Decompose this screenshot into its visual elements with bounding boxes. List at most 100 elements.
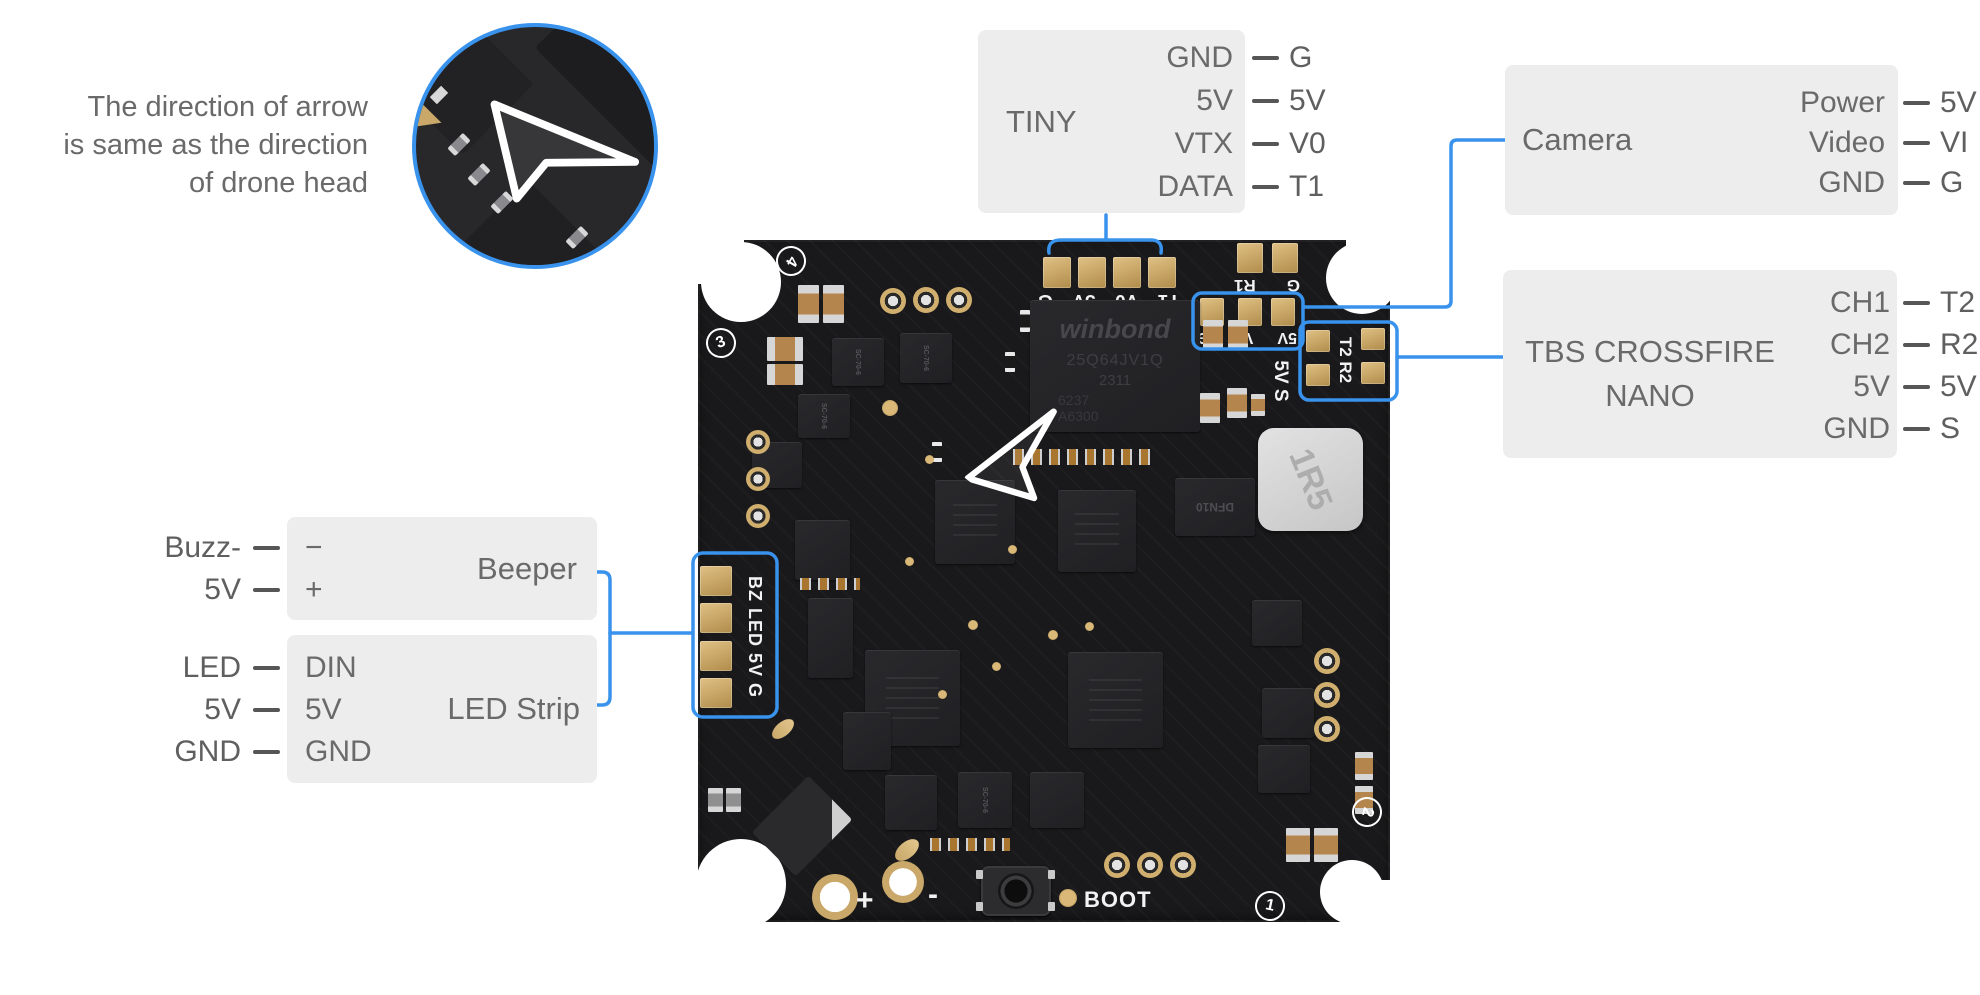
solder-pad <box>1271 298 1295 326</box>
flash-lot2: A6300 <box>1058 408 1099 424</box>
vtx-silkscreen: 5V S <box>1270 360 1291 402</box>
ring-pad <box>946 287 972 313</box>
ring-pad <box>1314 648 1340 674</box>
sot-label: SC-70-6 <box>981 786 989 814</box>
esc-chip <box>1068 652 1163 748</box>
camera-label: Camera <box>1522 122 1633 157</box>
pad-name: 5V <box>1940 370 1977 403</box>
led-strip-connector-box: LED Strip <box>287 635 597 783</box>
dash-icon <box>1252 98 1279 103</box>
smd-capacitor <box>708 788 723 812</box>
via <box>925 455 934 464</box>
pad-name: R2 <box>1940 328 1979 361</box>
pad-name: S <box>1940 412 1961 445</box>
boot-silkscreen: BOOT <box>1084 887 1152 912</box>
smd-capacitor <box>1355 786 1373 814</box>
pin-name: CH1 <box>1829 286 1890 319</box>
dash-icon <box>253 546 280 550</box>
smd-chip: SC-70-6 <box>832 338 884 386</box>
ring-pad <box>1314 682 1340 708</box>
solder-pad <box>1043 257 1071 288</box>
battery-positive-pad <box>812 874 858 920</box>
dash-icon <box>253 708 280 712</box>
minus-silkscreen: - <box>928 878 939 911</box>
solder-pad <box>1078 257 1106 288</box>
via <box>905 557 914 566</box>
smd-capacitor <box>767 337 803 361</box>
beeper-label-text: Beeper <box>477 550 577 586</box>
solder-pad <box>1272 243 1298 273</box>
smd-chip: SC-70-6 <box>798 394 850 438</box>
dash-icon <box>1903 141 1930 145</box>
beeper-pad-names: Buzz- 5V <box>100 527 280 611</box>
mcu-chip <box>935 480 1015 564</box>
camera-pad-names: 5V VI G <box>1903 83 1977 203</box>
boot-button-tab <box>1048 902 1055 911</box>
corner-scallop <box>701 242 781 322</box>
corner-scallop <box>1320 860 1384 924</box>
pin-name: GND <box>1823 412 1890 445</box>
inset-direction-arrow-icon <box>490 100 640 203</box>
ring-pad <box>746 504 770 528</box>
boot-button-tab <box>1048 870 1055 879</box>
pad-name: T2 <box>1940 286 1976 319</box>
pad-name: 5V <box>1289 83 1326 117</box>
smd-capacitor <box>767 364 803 385</box>
tiny-label: TINY <box>1006 103 1077 139</box>
ring-pad <box>913 287 939 313</box>
pad-name: V0 <box>1289 126 1326 160</box>
dash-icon <box>1252 141 1279 146</box>
flash-lot1: 6237 <box>1058 392 1090 408</box>
pad-name: 5V <box>204 573 241 606</box>
dash-icon <box>253 750 280 754</box>
dash-icon <box>1903 343 1930 347</box>
battery-negative-pad <box>882 861 924 903</box>
smd-capacitor <box>1286 828 1310 862</box>
pin-name: 5V <box>1853 370 1890 403</box>
solder-pad <box>1148 257 1176 288</box>
pad-name: T1 <box>1289 169 1325 203</box>
inductor-1r5: 1R5 <box>1258 428 1363 531</box>
sot-label: SC-70-6 <box>922 344 930 372</box>
pin-name: CH2 <box>1829 328 1890 361</box>
pad-name: 5V <box>204 693 241 726</box>
camera-pin-names: Power Video GND <box>1700 83 1885 203</box>
dash-icon <box>1903 427 1930 431</box>
beeper-connector-box: Beeper <box>287 517 597 620</box>
ring-pad <box>880 288 906 314</box>
smd-chip <box>808 598 853 678</box>
via <box>1085 622 1094 631</box>
capacitor-row <box>800 578 860 590</box>
boot-button-tab <box>976 870 983 879</box>
pin-name: + <box>305 573 323 606</box>
capacitor-row <box>1013 449 1153 465</box>
dash-icon <box>1903 301 1930 305</box>
note-text: The direction of arrow is same as the di… <box>0 88 368 202</box>
solder-pad <box>1361 362 1385 384</box>
solder-pad <box>700 566 732 596</box>
dash-icon <box>1252 55 1279 60</box>
dash-icon <box>1903 385 1930 389</box>
pin-name: GND <box>305 735 372 768</box>
tiny-pin-names: GND 5V VTX DATA <box>1040 36 1233 208</box>
smd-capacitor <box>1200 393 1220 423</box>
via <box>992 662 1001 671</box>
ring-pad <box>746 467 770 491</box>
bz-led-silkscreen: BZ LED 5V G <box>745 575 765 698</box>
smd-capacitor <box>823 285 844 323</box>
board-direction-arrow-icon <box>964 408 1057 502</box>
via <box>968 620 978 630</box>
zoom-inset-circle <box>412 23 658 269</box>
smd-chip <box>1262 688 1314 738</box>
sot-label: SC-70-6 <box>820 402 828 430</box>
ring-pad <box>746 430 770 454</box>
pad-name: VI <box>1940 126 1969 159</box>
ring-pad <box>1314 716 1340 742</box>
smd-capacitor <box>1228 320 1248 350</box>
dfn-chip: DFN10 <box>1175 478 1255 536</box>
plus-silkscreen: + <box>856 884 875 917</box>
smd-chip <box>795 520 850 580</box>
flash-date: 2311 <box>1098 372 1132 389</box>
flash-part: 25Q64JV1Q <box>1066 352 1164 369</box>
